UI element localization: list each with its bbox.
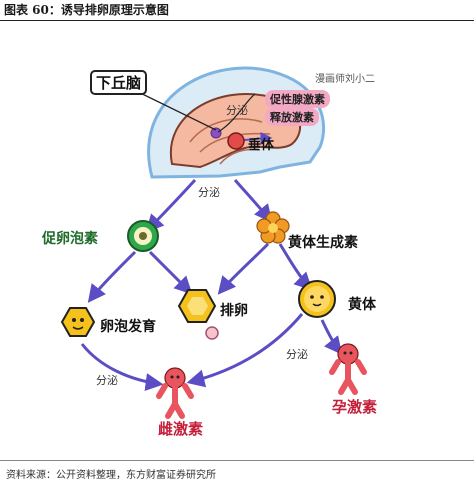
arrow-to-lh — [233, 179, 273, 223]
arrow-corpus-to-estrogen — [186, 313, 304, 388]
progesterone-label: 孕激素 — [332, 398, 378, 416]
ovulation-label: 排卵 — [220, 303, 248, 319]
arrow-corpus-to-progesterone — [320, 319, 343, 355]
arrow-lh-to-ovulation — [217, 242, 270, 295]
signature-label: 漫画师刘小二 — [315, 74, 375, 85]
follicle-dev-label: 卵泡发育 — [100, 319, 156, 335]
figure-caption: 图表 60：诱导排卵原理示意图 — [4, 3, 169, 17]
pituitary-gland-icon — [210, 127, 222, 139]
lh-label: 黄体生成素 — [288, 235, 358, 251]
estrogen-label: 雌激素 — [158, 420, 204, 438]
estrogen-figure-icon — [156, 367, 194, 419]
corpus-luteum-icon — [298, 280, 336, 318]
arrow-to-fsh — [145, 178, 197, 233]
secrete-label-right: 分泌 — [286, 348, 308, 361]
fsh-label: 促卵泡素 — [42, 231, 98, 247]
secrete-label-mid: 分泌 — [198, 186, 220, 199]
gnrh-leader — [217, 93, 256, 133]
secrete-label-left: 分泌 — [96, 374, 118, 387]
arrow-fsh-to-ovulation — [148, 250, 193, 295]
diagram-area: 漫画师刘小二 下丘脑 促性腺激素 释放激素 垂体 分泌 分泌 促卵泡素 黄体生成… — [30, 52, 430, 452]
corpus-luteum-label: 黄体 — [348, 297, 376, 313]
bottom-rule — [0, 460, 474, 461]
pituitary-label: 垂体 — [248, 138, 275, 153]
hypothalamus-label: 下丘脑 — [90, 70, 148, 95]
follicle-icon — [60, 307, 96, 337]
progesterone-figure-icon — [329, 343, 367, 395]
secrete-label-top: 分泌 — [226, 104, 248, 117]
gnrh-label: 促性腺激素 — [265, 90, 330, 108]
top-rule — [0, 20, 474, 21]
release-hormone-label: 释放激素 — [265, 108, 319, 126]
arrow-fsh-to-follicle — [87, 250, 137, 303]
arrow-follicle-to-estrogen — [80, 343, 164, 392]
lh-flower-icon — [256, 211, 290, 244]
pituitary-cell-icon — [227, 132, 245, 150]
source-note: 资料来源：公开资料整理，东方财富证券研究所 — [6, 470, 216, 481]
egg-icon — [205, 326, 219, 340]
